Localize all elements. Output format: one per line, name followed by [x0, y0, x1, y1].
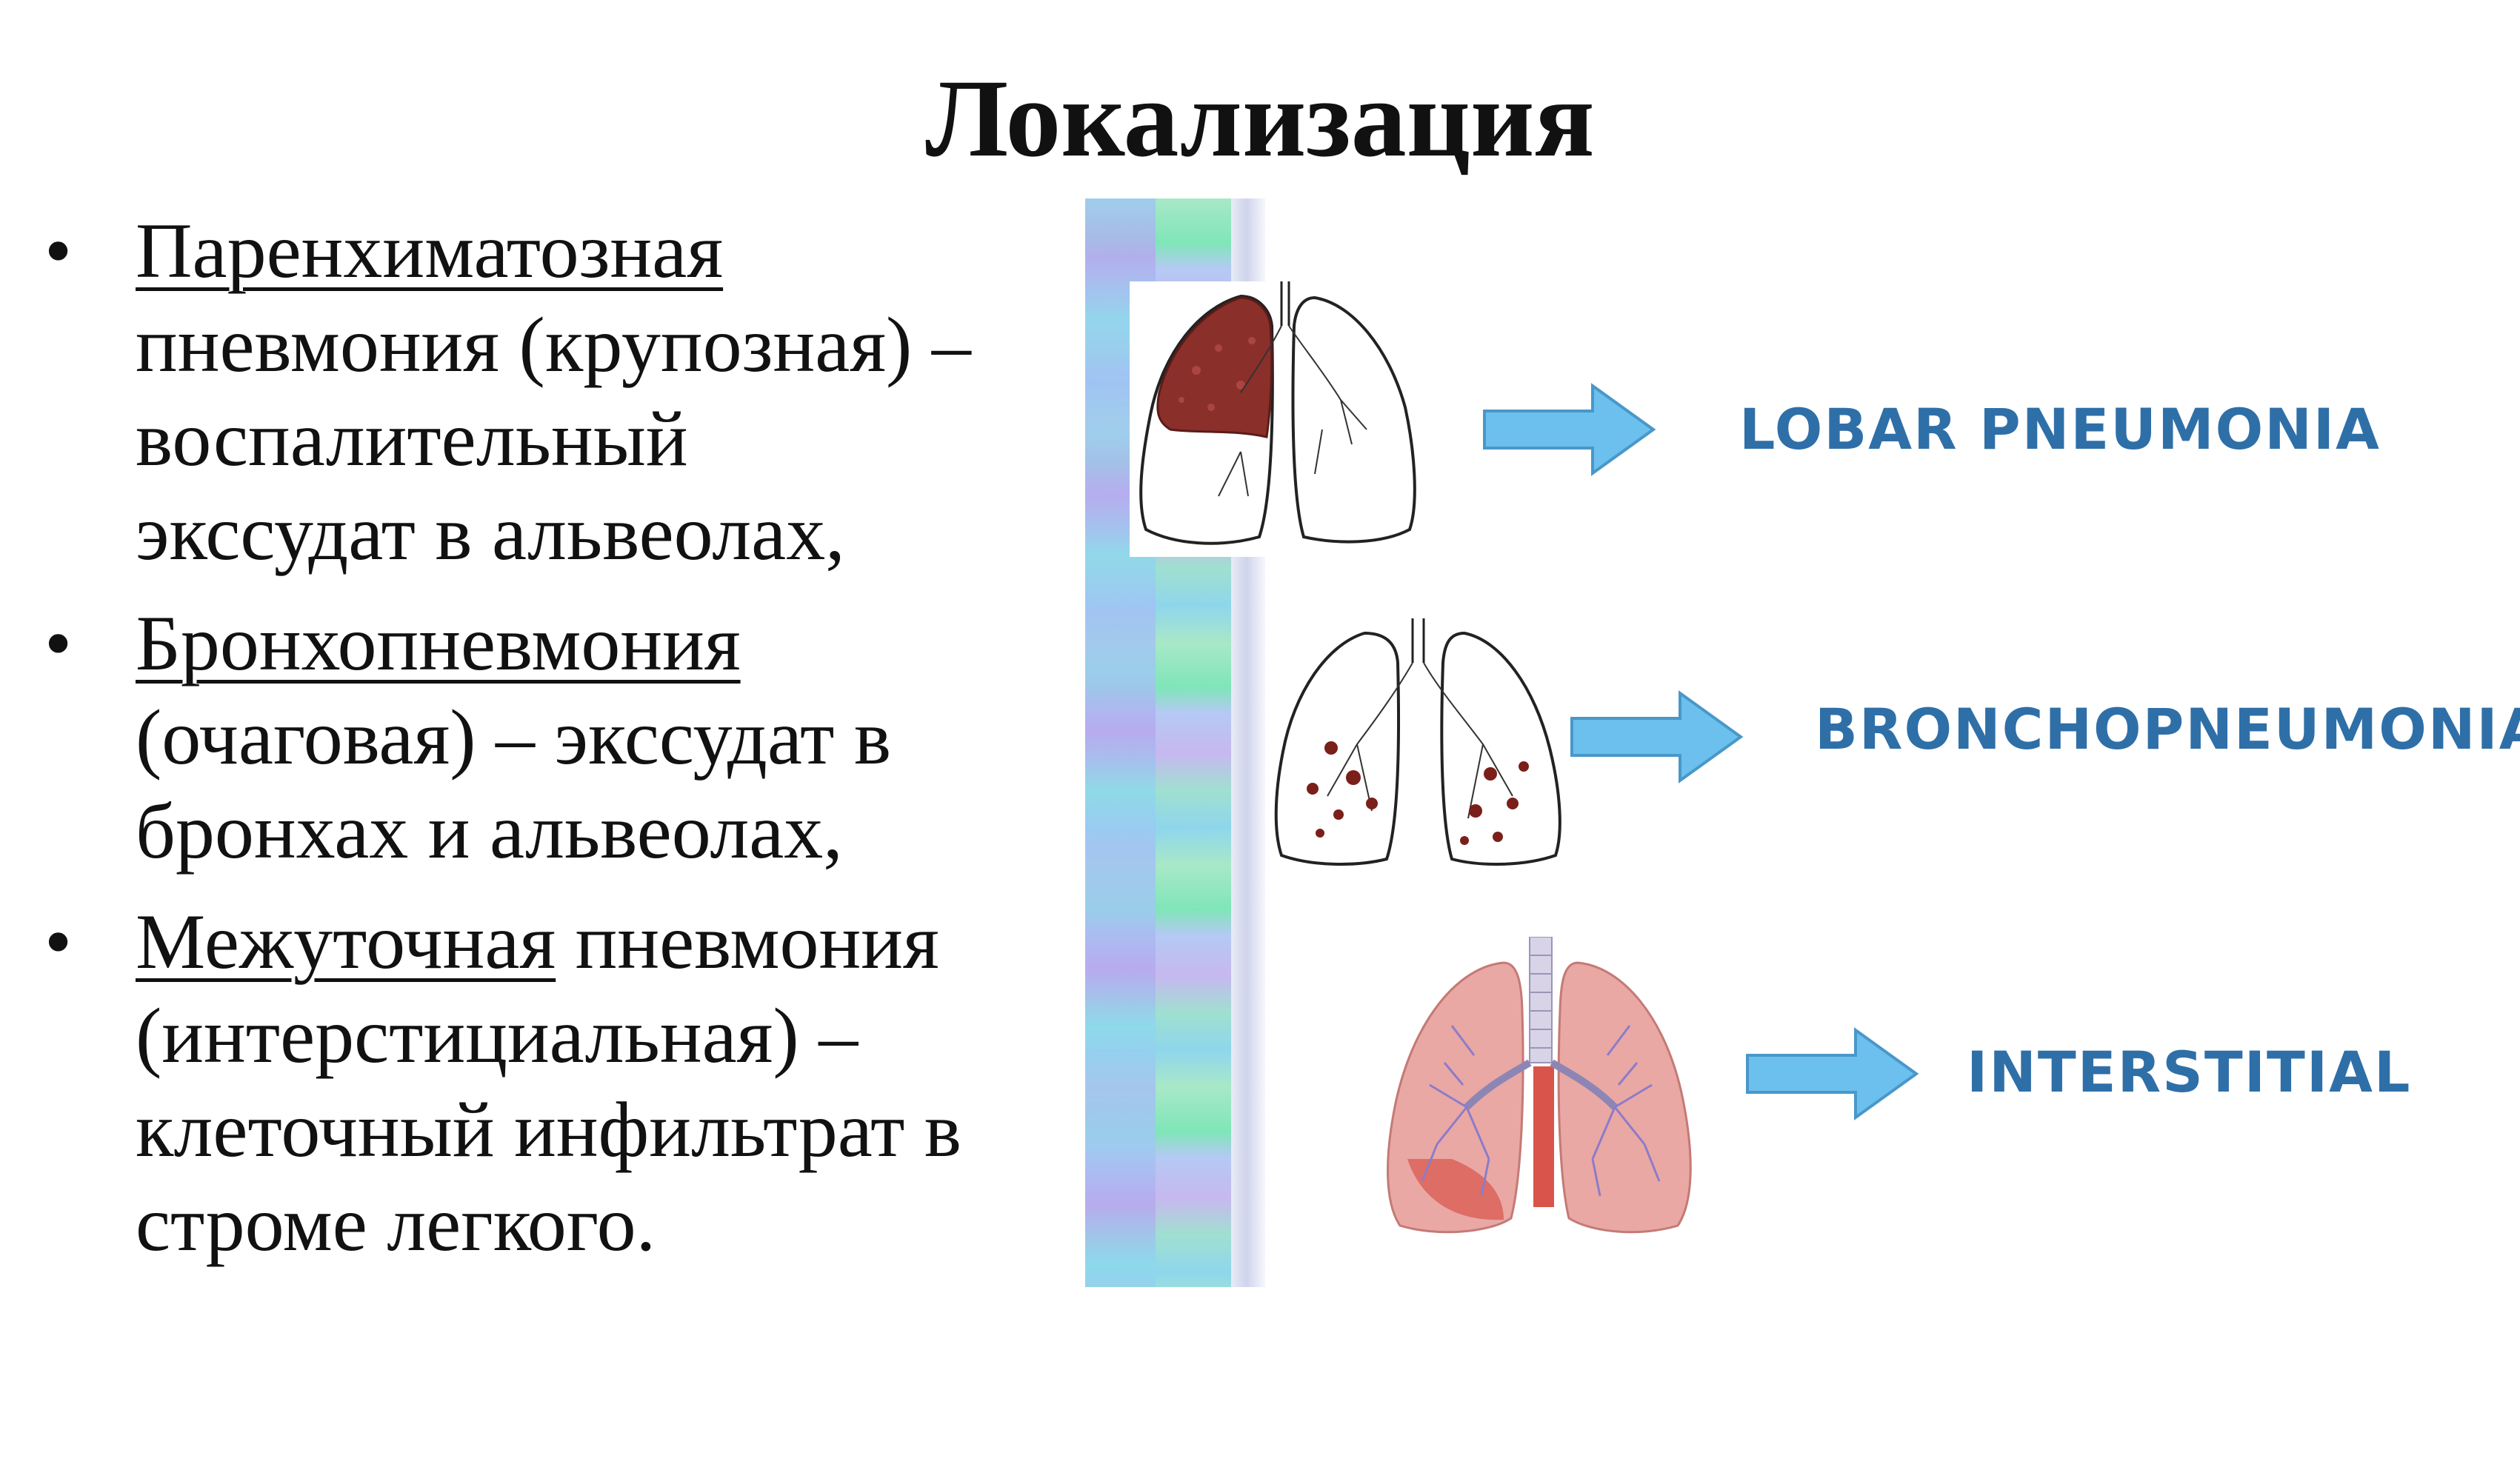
bullet-dot: • — [44, 600, 73, 686]
bullet-line: воспалительный — [136, 395, 688, 482]
bullet-dot: • — [44, 898, 73, 985]
bullet-line: (очаговая) – экссудат в — [136, 694, 891, 781]
bullet-line: (интерстициальная) – — [136, 992, 859, 1079]
bullet-dot: • — [44, 207, 73, 294]
bullet-item-interstitial: • Межуточная пневмония (интерстициальная… — [44, 895, 1096, 1271]
label-bronchopneumonia: BRONCHOPNEUMONIA — [1815, 696, 2520, 762]
bullet-term-suffix: пневмония — [556, 898, 939, 985]
right-arrow-icon — [1483, 383, 1656, 476]
bullet-line: клеточный инфильтрат в — [136, 1086, 961, 1173]
bullet-list: • Паренхиматозная пневмония (крупозная) … — [44, 204, 1096, 1287]
right-arrow-icon — [1570, 690, 1744, 784]
bullet-line: экссудат в альвеолах, — [136, 490, 845, 576]
bullet-item-broncho: • Бронхопневмония (очаговая) – экссудат … — [44, 596, 1096, 878]
lung-outline-broncho-icon — [1268, 618, 1579, 869]
bullet-term: Бронхопневмония — [136, 600, 741, 686]
lung-outline-lobar-icon — [1130, 281, 1441, 557]
bullet-term: Межуточная — [136, 898, 556, 985]
bullet-item-parenchymal: • Паренхиматозная пневмония (крупозная) … — [44, 204, 1096, 580]
label-interstitial: INTERSTITIAL — [1967, 1039, 2412, 1105]
right-arrow-icon — [1746, 1027, 1919, 1120]
bullet-line: пневмония (крупозная) – — [136, 301, 971, 388]
bullet-line: бронхах и альвеолах, — [136, 788, 843, 875]
label-lobar-pneumonia: LOBAR PNEUMONIA — [1739, 396, 2381, 462]
lung-anatomical-icon — [1387, 937, 1692, 1234]
bullet-term: Паренхиматозная — [136, 207, 724, 294]
bullet-line: строме легкого. — [136, 1180, 656, 1267]
slide-title: Локализация — [925, 57, 1595, 180]
